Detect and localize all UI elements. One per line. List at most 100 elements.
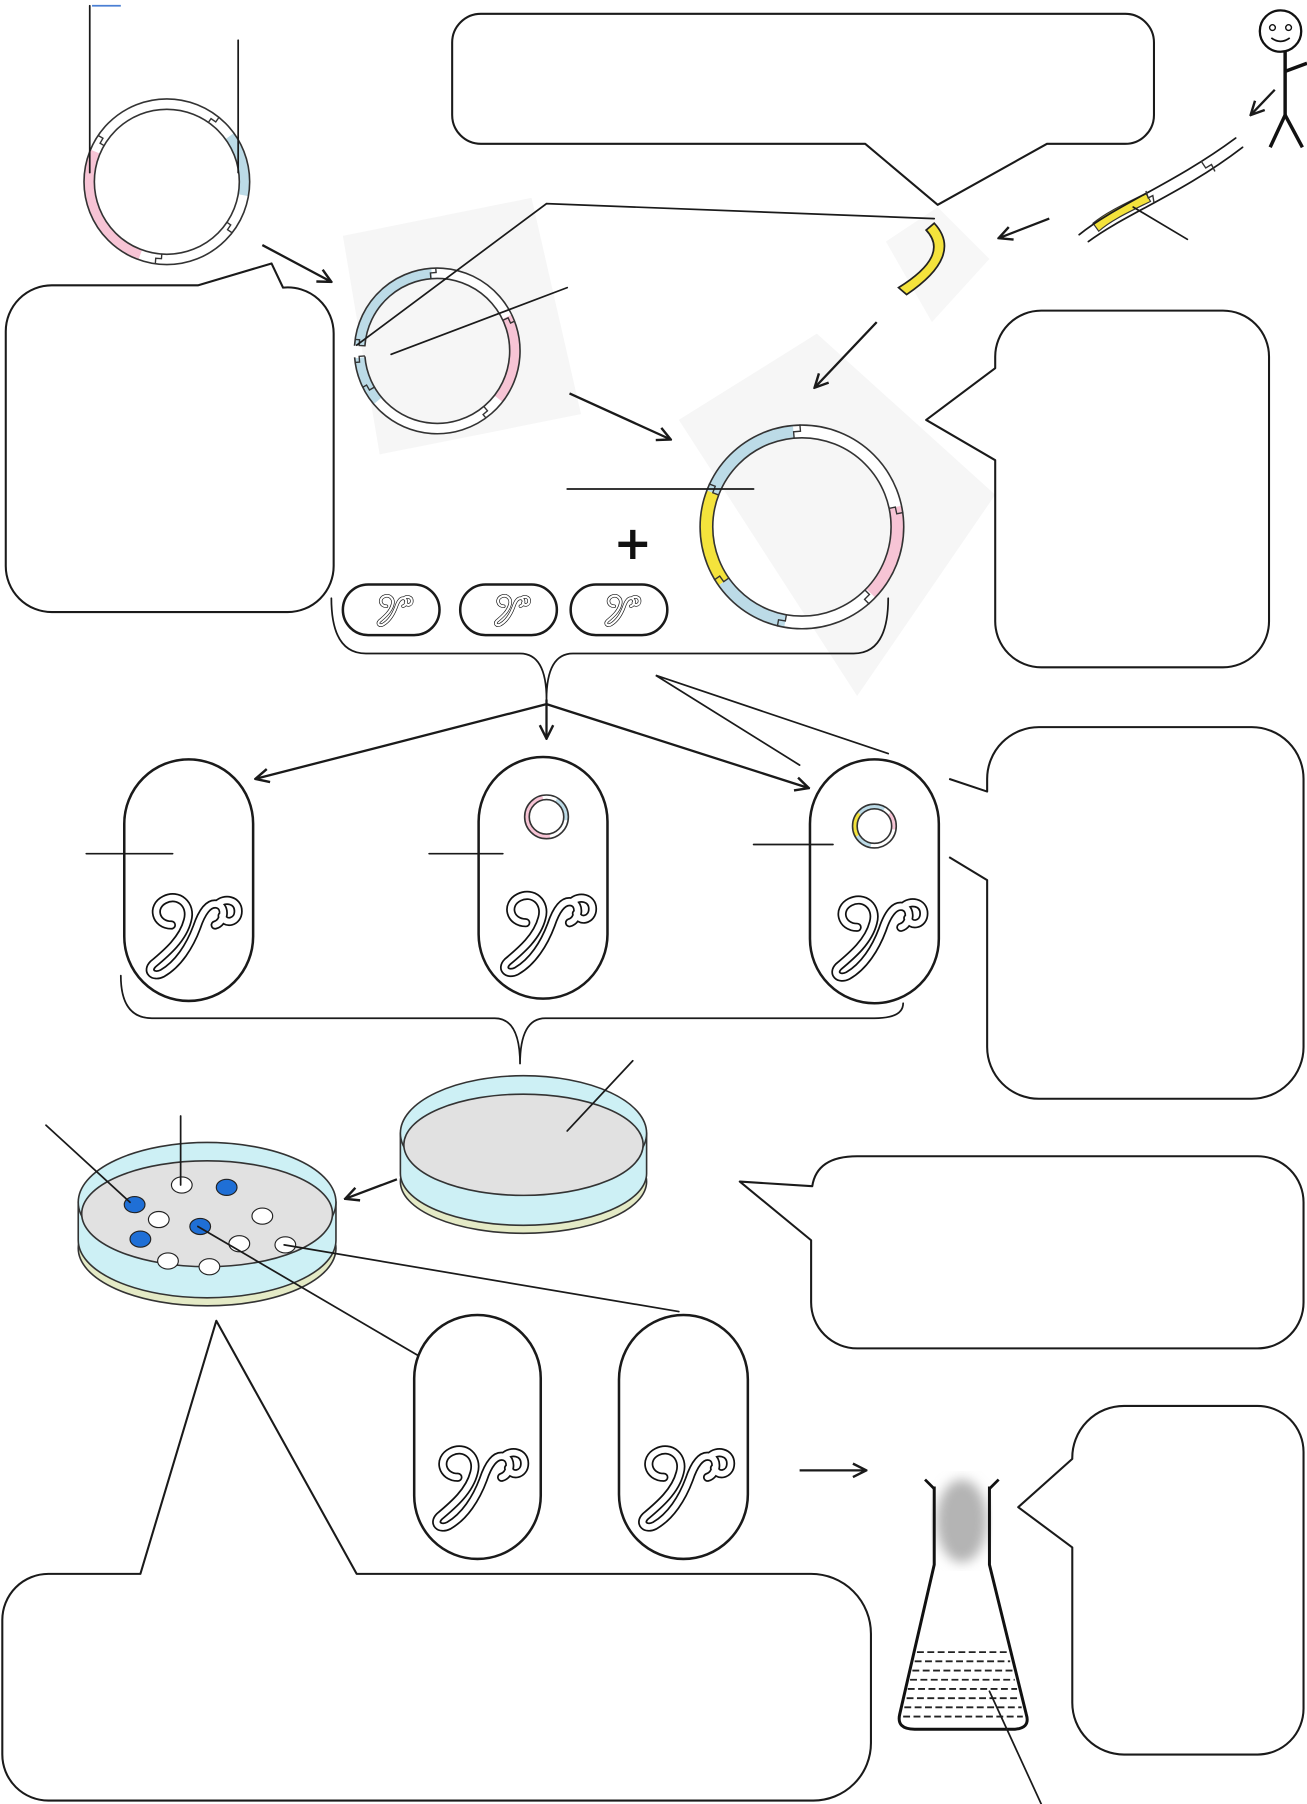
cell-body <box>122 758 255 1003</box>
person-leg <box>1283 114 1304 149</box>
restriction-site <box>226 221 233 234</box>
arrow-dna-to-fragment <box>999 217 1050 239</box>
restriction-site <box>502 316 516 324</box>
label-line <box>988 1690 1043 1804</box>
plasmid-pink-segment <box>354 268 521 434</box>
label-line <box>390 286 569 356</box>
petri-dish-plating <box>399 1074 648 1235</box>
arrow-to-untransformed-cell <box>255 702 547 779</box>
mini-plasmid-outer <box>851 803 898 849</box>
cell-body <box>412 1313 543 1561</box>
mini-plasmid-blue <box>524 795 569 839</box>
white-colony <box>147 1210 170 1229</box>
cell-body <box>477 755 609 1000</box>
blue-colony <box>129 1230 152 1248</box>
person-leg <box>1268 114 1287 148</box>
mini-plasmid-outer <box>523 794 570 840</box>
restriction-site <box>1145 190 1155 203</box>
white-colony <box>251 1207 274 1225</box>
cell-without-plasmid <box>122 758 255 1003</box>
gene-fragment <box>897 222 946 296</box>
person-eye <box>1268 24 1277 32</box>
white-colony <box>157 1252 179 1270</box>
selected-cell <box>412 1313 543 1561</box>
dna-strand-lower <box>1087 146 1244 243</box>
white-colony <box>228 1235 251 1253</box>
mini-plasmid-pink <box>852 804 897 848</box>
restriction-site <box>792 424 802 439</box>
mini-plasmid-blue <box>852 804 897 848</box>
plasmid-outer-line <box>699 424 905 630</box>
plasmid-outer-line <box>353 267 521 435</box>
label-line <box>283 1243 680 1313</box>
host-bacterium <box>341 583 441 637</box>
person-head <box>1258 9 1303 53</box>
host-bacterium <box>569 583 669 637</box>
cell-body <box>808 758 941 1005</box>
label-line <box>45 1124 131 1204</box>
recombinant-plasmid <box>699 424 905 630</box>
cell-body <box>617 1313 750 1561</box>
plasmid-blue-segment <box>354 268 521 434</box>
flask-lip <box>924 1478 1000 1490</box>
label-line <box>197 1225 419 1357</box>
plasmid-pink-segment <box>83 98 250 265</box>
agar-surface <box>403 1093 644 1197</box>
restriction-site <box>482 405 489 419</box>
speech-bubble-top <box>451 12 1156 206</box>
plasmid-vector <box>83 98 251 266</box>
mini-plasmid-blue <box>852 804 897 848</box>
liquid-hatching <box>903 1651 1023 1718</box>
blue-colony <box>123 1195 146 1214</box>
arrow-fragment-to-recombinant <box>815 321 878 388</box>
sticky-end <box>354 355 365 364</box>
cell-with-vector-plasmid <box>477 755 609 1000</box>
label-line <box>355 202 936 347</box>
speech-bubble-left <box>4 262 335 614</box>
flask-outline <box>897 1486 1029 1731</box>
background-patch-cut-plasmid <box>342 197 582 455</box>
person-arm <box>1284 61 1307 73</box>
speech-bubble-bottom-left <box>1 1319 872 1802</box>
arrow-person-to-dna <box>1251 88 1276 115</box>
restriction-site <box>776 614 788 627</box>
white-colony <box>198 1258 221 1276</box>
cut-plasmid <box>353 267 521 435</box>
dna-strand-upper <box>1078 137 1237 236</box>
plasmid-inner-line <box>711 436 892 617</box>
restriction-site <box>888 506 904 515</box>
gene-of-interest-segment <box>1092 192 1152 233</box>
label-line <box>566 1059 634 1132</box>
donor-dna-strand <box>1078 137 1244 243</box>
label-line <box>655 674 890 766</box>
cell-with-recombinant-plasmid <box>808 758 941 1005</box>
mini-plasmid-pink <box>524 795 569 839</box>
mini-plasmid-inner <box>856 808 893 845</box>
restriction-site <box>154 254 163 265</box>
agar-surface <box>80 1160 334 1268</box>
blue-colony <box>215 1178 238 1196</box>
person-smile <box>1270 37 1291 43</box>
restriction-site <box>863 589 871 605</box>
restriction-site <box>207 116 220 123</box>
growth-cloud <box>936 1479 988 1563</box>
selected-cell <box>617 1313 750 1561</box>
restriction-site <box>97 134 105 147</box>
culture-liquid <box>900 1647 1026 1722</box>
arrow-to-recombinant-cell <box>546 703 809 788</box>
speech-bubble-right-bottom <box>1017 1404 1305 1756</box>
plasmid-blue-segment <box>83 98 250 265</box>
white-colony <box>170 1176 193 1194</box>
mini-plasmid-inner <box>528 798 565 835</box>
brace-bottom <box>119 974 905 1065</box>
culture-flask <box>897 1478 1029 1731</box>
plasmid-inner-line <box>93 108 241 256</box>
arrow-cut-to-recombinant <box>569 392 671 439</box>
speech-bubble-right-upper <box>925 309 1271 669</box>
person-eye <box>1285 24 1293 32</box>
plasmid-outer-line <box>83 98 251 266</box>
arrow-dish-to-colonies <box>345 1178 398 1199</box>
plus-sign: + <box>614 516 653 570</box>
arrow-plasmid-to-cut <box>261 244 331 282</box>
